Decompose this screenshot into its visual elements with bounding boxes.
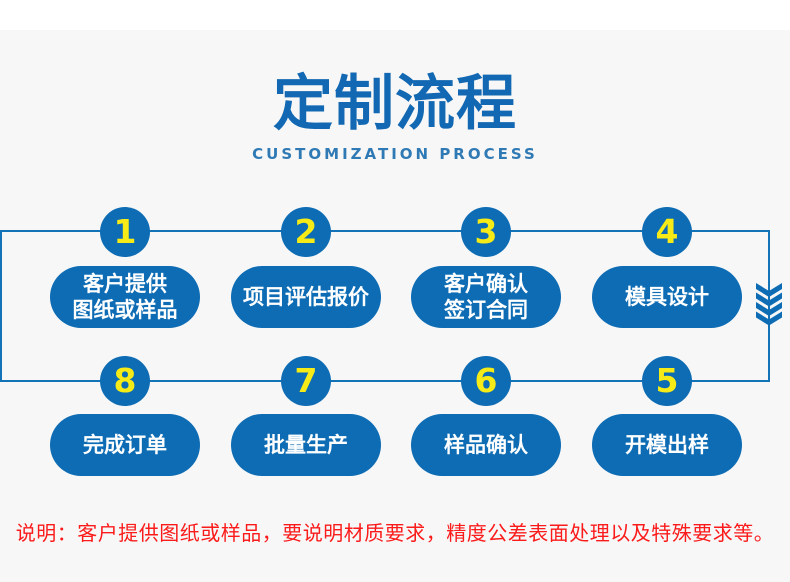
step-4: 4 模具设计: [592, 207, 742, 332]
step-4-number-badge: 4: [642, 207, 692, 257]
step-2: 2 项目评估报价: [231, 207, 381, 332]
flow-line-row2: [0, 380, 770, 382]
step-6-label: 样品确认: [444, 433, 528, 457]
step-7-label: 批量生产: [264, 433, 348, 457]
note-text: 说明：客户提供图纸或样品，要说明材质要求，精度公差表面处理以及特殊要求等。: [15, 521, 775, 545]
flow-line-row1: [0, 230, 770, 232]
step-8-number-badge: 8: [100, 356, 150, 406]
step-5-label: 开模出样: [625, 433, 709, 457]
step-1-number-badge: 1: [100, 207, 150, 257]
step-6-number-badge: 6: [461, 356, 511, 406]
top-white-band: [0, 0, 790, 30]
step-6-number: 6: [474, 360, 498, 400]
page-subtitle: CUSTOMIZATION PROCESS: [252, 145, 538, 163]
flow-line-left-connector: [0, 230, 2, 382]
page-title: 定制流程: [273, 69, 517, 139]
step-3-number: 3: [474, 211, 498, 251]
step-5: 5 开模出样: [592, 356, 742, 481]
step-1-label-pill: 客户提供 图纸或样品: [50, 266, 200, 328]
step-3-label-pill: 客户确认 签订合同: [411, 266, 561, 328]
step-5-number: 5: [655, 360, 679, 400]
step-8-number: 8: [113, 360, 137, 400]
step-1-number: 1: [113, 211, 137, 251]
step-4-label: 模具设计: [625, 285, 709, 309]
step-8: 8 完成订单: [50, 356, 200, 481]
down-chevrons-icon: [756, 283, 782, 326]
step-7-number: 7: [294, 360, 318, 400]
step-7-number-badge: 7: [281, 356, 331, 406]
step-3: 3 客户确认 签订合同: [411, 207, 561, 332]
step-7: 7 批量生产: [231, 356, 381, 481]
step-8-label-pill: 完成订单: [50, 414, 200, 476]
step-5-number-badge: 5: [642, 356, 692, 406]
step-2-label-pill: 项目评估报价: [231, 266, 381, 328]
step-2-label: 项目评估报价: [243, 285, 369, 309]
step-7-label-pill: 批量生产: [231, 414, 381, 476]
step-2-number-badge: 2: [281, 207, 331, 257]
step-4-number: 4: [655, 211, 679, 251]
step-8-label: 完成订单: [83, 433, 167, 457]
step-1: 1 客户提供 图纸或样品: [50, 207, 200, 332]
step-3-label: 客户确认 签订合同: [444, 272, 528, 322]
step-4-label-pill: 模具设计: [592, 266, 742, 328]
step-6-label-pill: 样品确认: [411, 414, 561, 476]
step-1-label: 客户提供 图纸或样品: [72, 272, 178, 322]
step-5-label-pill: 开模出样: [592, 414, 742, 476]
step-2-number: 2: [294, 211, 318, 251]
step-6: 6 样品确认: [411, 356, 561, 481]
step-3-number-badge: 3: [461, 207, 511, 257]
